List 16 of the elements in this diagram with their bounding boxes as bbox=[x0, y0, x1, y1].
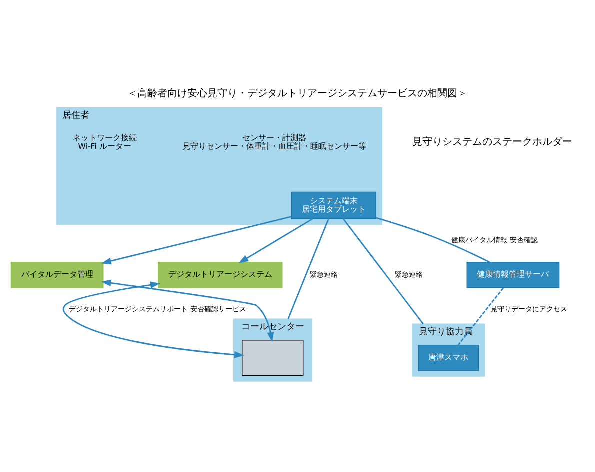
edge-label: デジタルトリアージシステムサポート 安否確認サービス bbox=[69, 304, 246, 313]
arrow bbox=[101, 279, 274, 342]
edge-label: 緊急連絡 bbox=[310, 269, 338, 278]
diagram-title: ＜高齢者向け安心見守り・デジタルトリアージシステムサービスの相関図＞ bbox=[128, 88, 468, 100]
label: 見守りシステムのステークホルダー bbox=[412, 136, 573, 148]
arrow bbox=[62, 281, 244, 358]
connector bbox=[288, 218, 330, 319]
edge-label: 見守りデータにアクセス bbox=[490, 304, 568, 313]
node-box bbox=[242, 340, 304, 376]
connector bbox=[458, 287, 504, 346]
edge-label: 緊急連絡 bbox=[394, 269, 423, 278]
connector bbox=[343, 218, 424, 324]
arrow bbox=[101, 216, 292, 264]
connector bbox=[376, 216, 490, 262]
arrow bbox=[238, 218, 313, 263]
edge-label: 健康バイタル情報 安否確認 bbox=[452, 235, 538, 244]
